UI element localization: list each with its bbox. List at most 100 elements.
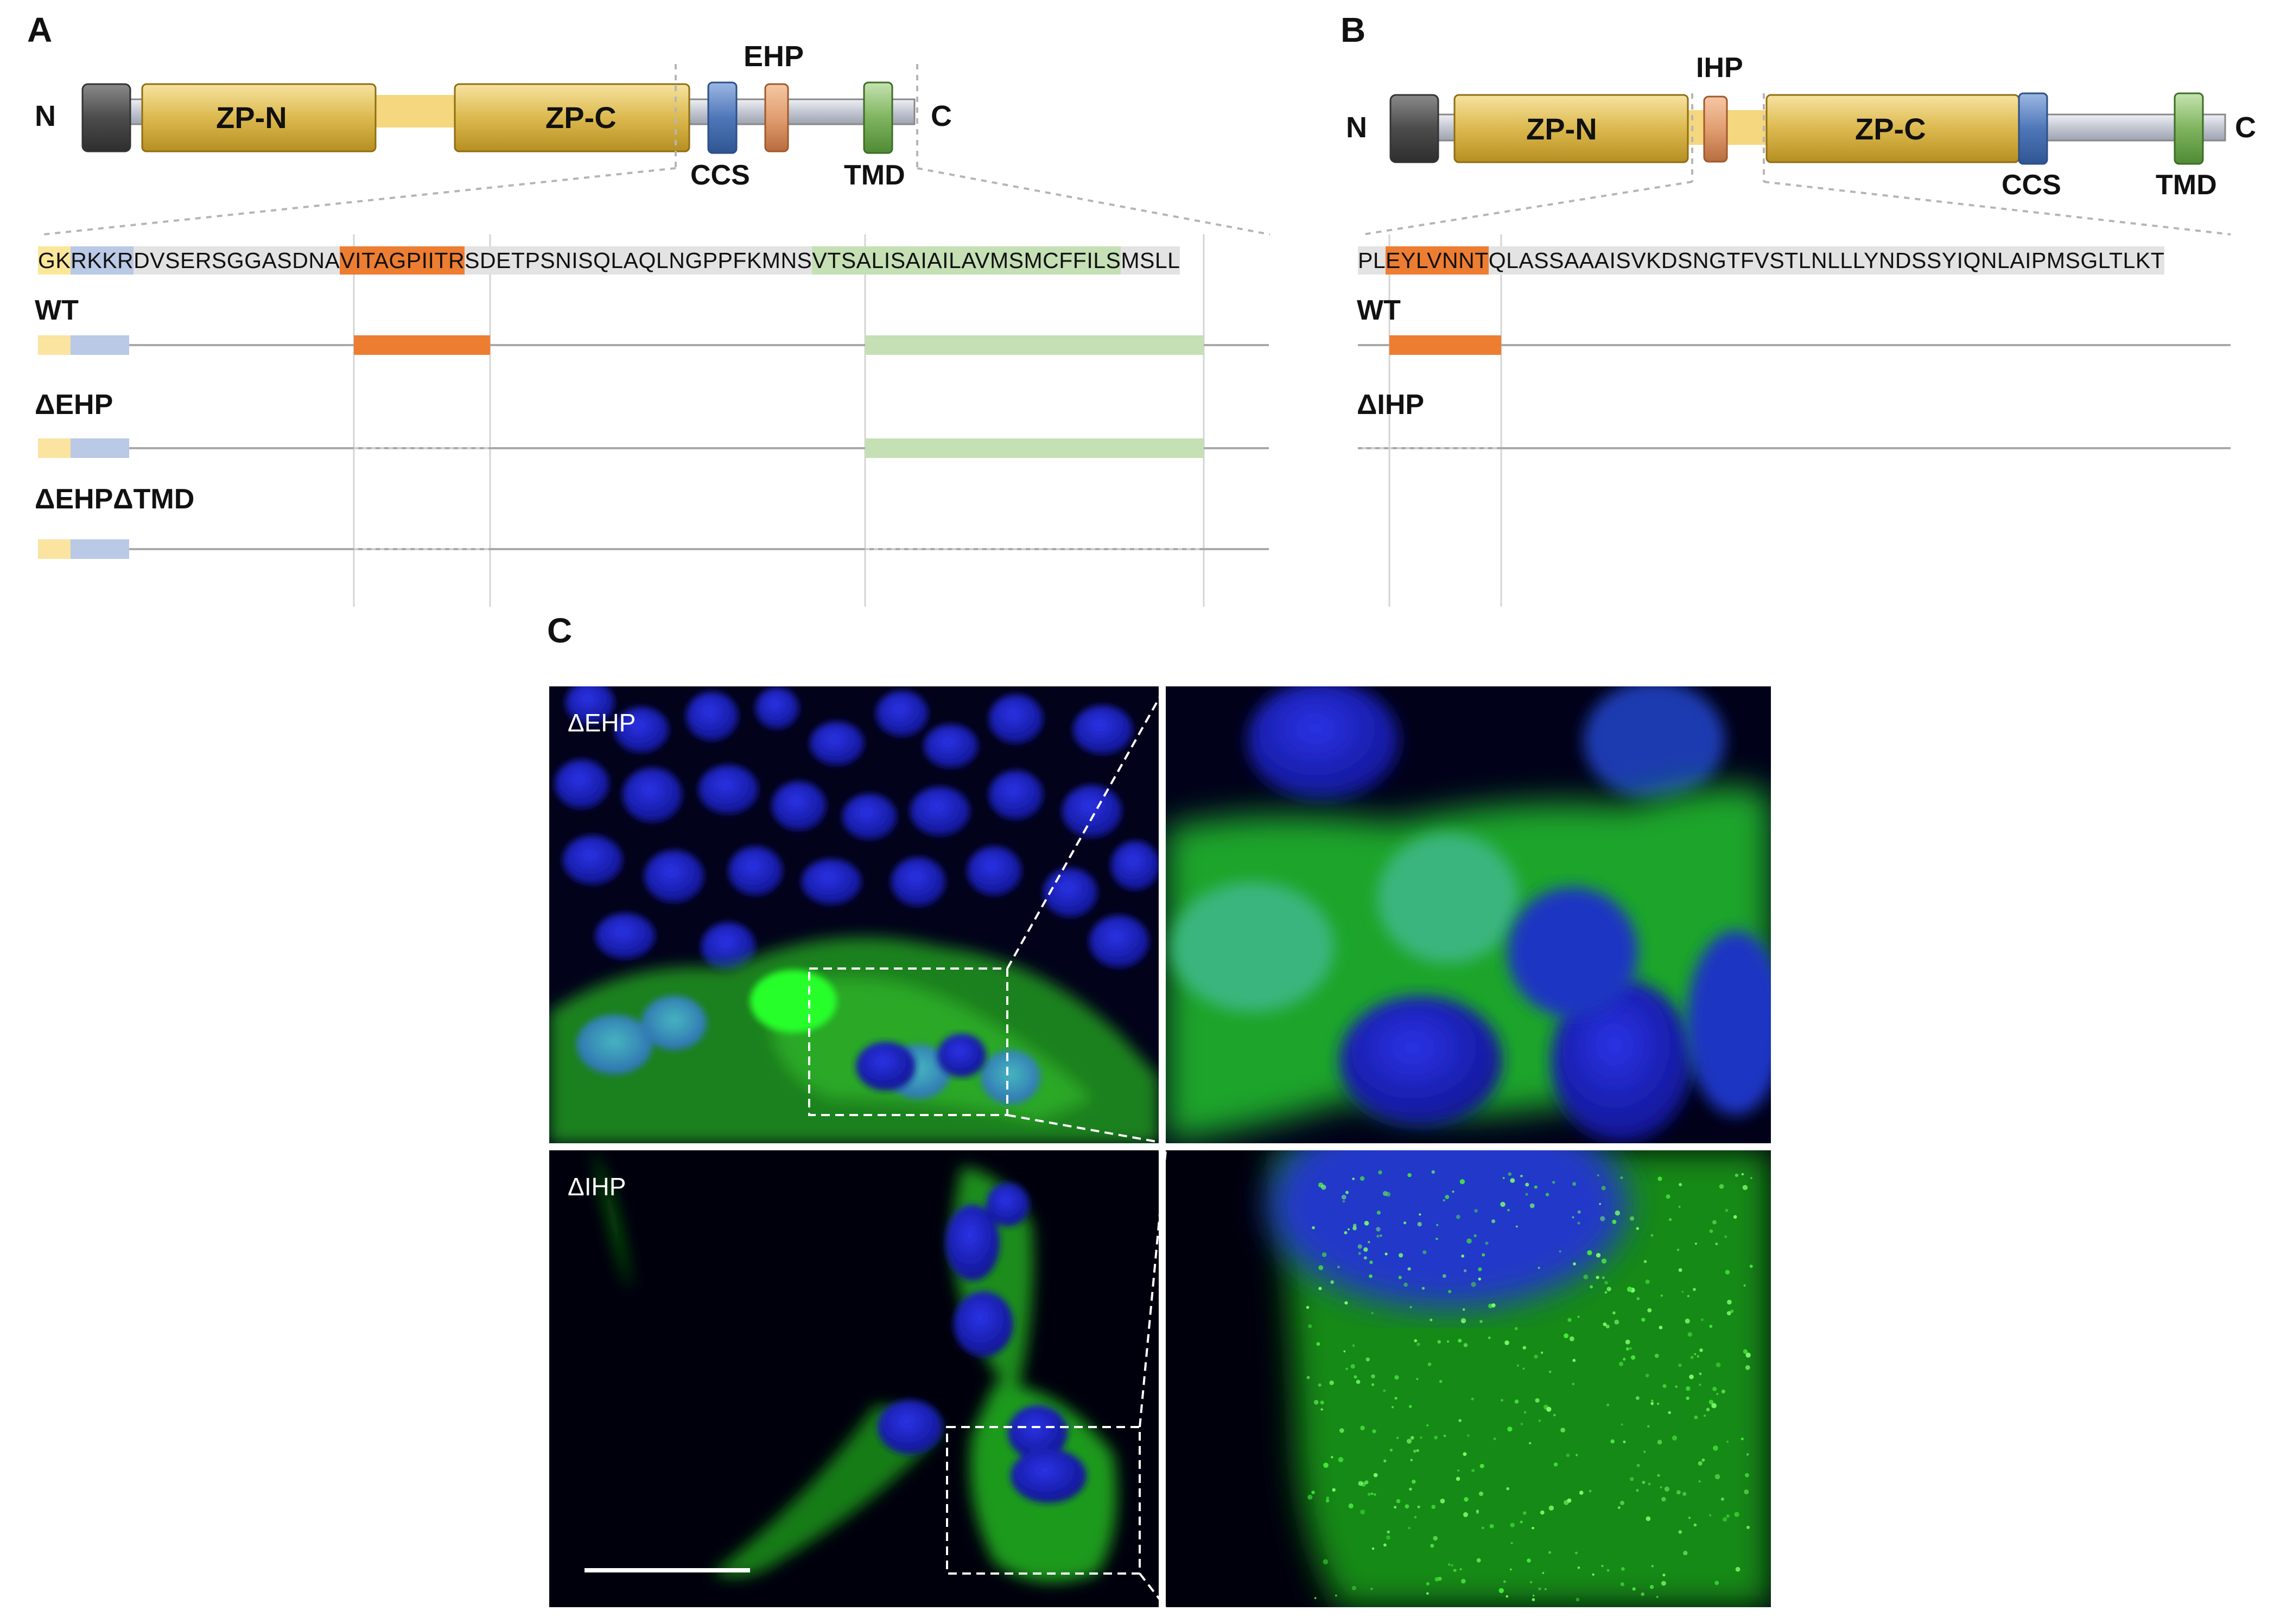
- gfp-punctum: [1714, 1581, 1719, 1585]
- gfp-punctum: [1476, 1558, 1481, 1563]
- gfp-punctum: [1650, 1402, 1654, 1405]
- gfp-punctum: [1431, 1505, 1435, 1509]
- micrograph-label-dehp: ΔEHP: [568, 709, 636, 737]
- gfp-punctum: [1701, 1459, 1705, 1462]
- panel-a-construct-tracks: [38, 335, 1269, 559]
- gfp-punctum: [1510, 1178, 1515, 1183]
- gfp-punctum: [1589, 1489, 1592, 1493]
- gfp-punctum: [1666, 1194, 1670, 1199]
- gfp-punctum: [1676, 1249, 1680, 1251]
- gfp-punctum: [1420, 1436, 1422, 1439]
- gfp-punctum: [1538, 1419, 1541, 1422]
- gfp-punctum: [1419, 1213, 1421, 1216]
- gfp-punctum: [1339, 1428, 1344, 1433]
- gfp-punctum: [1467, 1434, 1470, 1437]
- gfp-punctum: [1376, 1234, 1380, 1238]
- gfp-punctum: [1332, 1488, 1336, 1492]
- gfp-punctum: [1646, 1516, 1651, 1521]
- gfp-punctum: [1435, 1238, 1438, 1240]
- gfp-punctum: [1463, 1343, 1468, 1347]
- gfp-punctum: [1316, 1342, 1320, 1346]
- track-ehp: [354, 335, 490, 355]
- gfp-punctum: [1386, 1535, 1390, 1540]
- gfp-punctum: [1380, 1234, 1382, 1237]
- gfp-punctum: [1577, 1210, 1581, 1214]
- gfp-punctum: [1399, 1253, 1403, 1258]
- gfp-punctum: [1689, 1374, 1694, 1379]
- gfp-punctum: [1679, 1183, 1682, 1187]
- gfp-punctum: [1540, 1351, 1543, 1354]
- gfp-punctum: [1445, 1195, 1450, 1199]
- gfp-punctum: [1351, 1585, 1356, 1590]
- gfp-punctum: [1337, 1265, 1340, 1269]
- gfp-punctum: [1458, 1419, 1462, 1422]
- gfp-punctum: [1482, 1253, 1485, 1257]
- gfp-punctum: [1360, 1176, 1365, 1181]
- gfp-punctum: [1534, 1185, 1538, 1189]
- gfp-punctum: [1312, 1226, 1315, 1230]
- gfp-punctum: [1601, 1258, 1607, 1264]
- b-ccs-label: CCS: [2002, 169, 2061, 201]
- gfp-punctum: [1396, 1499, 1401, 1504]
- gfp-punctum: [1354, 1375, 1357, 1379]
- gfp-punctum: [1678, 1206, 1681, 1208]
- gfp-punctum: [1621, 1567, 1625, 1571]
- gfp-punctum: [1514, 1327, 1518, 1330]
- gfp-punctum: [1651, 1399, 1654, 1402]
- gfp-punctum: [1443, 1199, 1445, 1202]
- gfp-punctum: [1408, 1526, 1411, 1530]
- gfp-punctum: [1688, 1517, 1691, 1519]
- gfp-punctum: [1741, 1173, 1744, 1176]
- gfp-punctum: [1734, 1512, 1739, 1517]
- ehp-block: [764, 83, 789, 152]
- gfp-punctum: [1636, 1297, 1640, 1301]
- gfp-punctum: [1456, 1214, 1460, 1219]
- gfp-punctum: [1743, 1349, 1748, 1354]
- gfp-punctum: [1364, 1480, 1369, 1485]
- panel-c-micrographs: [549, 686, 1771, 1607]
- panel-b-zoom-lines: [1363, 93, 2231, 235]
- gfp-punctum: [1603, 1322, 1607, 1327]
- signal-peptide-block: [1389, 94, 1439, 163]
- gfp-punctum: [1383, 1459, 1387, 1463]
- gfp-punctum: [1620, 1582, 1624, 1587]
- a-seq-segment-ehp: VITAGPIITR: [340, 246, 465, 275]
- a-zp-c-label: ZP-C: [545, 100, 617, 135]
- gfp-punctum: [1579, 1491, 1584, 1495]
- gfp-punctum: [1343, 1350, 1346, 1353]
- gfp-punctum: [1693, 1523, 1697, 1527]
- gfp-punctum: [1725, 1270, 1730, 1275]
- track-ccs: [71, 539, 129, 559]
- gfp-punctum: [1605, 1324, 1610, 1329]
- gfp-punctum: [1520, 1423, 1523, 1425]
- gfp-punctum: [1421, 1287, 1425, 1290]
- micrograph-dehp-zoom: [1166, 686, 1771, 1143]
- gfp-punctum: [1410, 1459, 1413, 1462]
- gfp-punctum: [1651, 1565, 1654, 1568]
- b-c-terminus-label: C: [2235, 111, 2256, 144]
- gfp-punctum: [1372, 1429, 1376, 1434]
- gfp-punctum: [1553, 1413, 1556, 1417]
- b-seq-segment-plain: QLASSAAAISVKDSNGTFVSTLNLLLYNDSSYIQNLAIPM…: [1488, 246, 2165, 275]
- track-ccs: [71, 335, 129, 355]
- gfp-punctum: [1698, 1480, 1701, 1483]
- gfp-punctum: [1546, 1406, 1552, 1412]
- gfp-punctum: [1632, 1587, 1636, 1591]
- gfp-punctum: [1439, 1380, 1443, 1383]
- gfp-punctum: [1592, 1573, 1595, 1576]
- gfp-punctum: [1706, 1408, 1710, 1412]
- a-sequence: GKRKKRDVSERSGGASDNAVITAGPIITRSDETPSNISQL…: [38, 246, 1180, 275]
- gfp-punctum: [1448, 1290, 1452, 1294]
- a-c-terminus-label: C: [931, 100, 952, 132]
- gfp-punctum: [1712, 1220, 1717, 1225]
- gfp-punctum: [1654, 1353, 1659, 1358]
- gfp-punctum: [1690, 1355, 1694, 1359]
- gfp-punctum: [1716, 1362, 1721, 1367]
- gfp-punctum: [1407, 1267, 1411, 1271]
- gfp-punctum: [1407, 1438, 1412, 1444]
- gfp-punctum: [1322, 1252, 1327, 1257]
- gfp-punctum: [1678, 1364, 1682, 1367]
- track-ihp: [1389, 335, 1501, 355]
- gfp-punctum: [1478, 1491, 1484, 1496]
- gfp-punctum: [1742, 1184, 1748, 1190]
